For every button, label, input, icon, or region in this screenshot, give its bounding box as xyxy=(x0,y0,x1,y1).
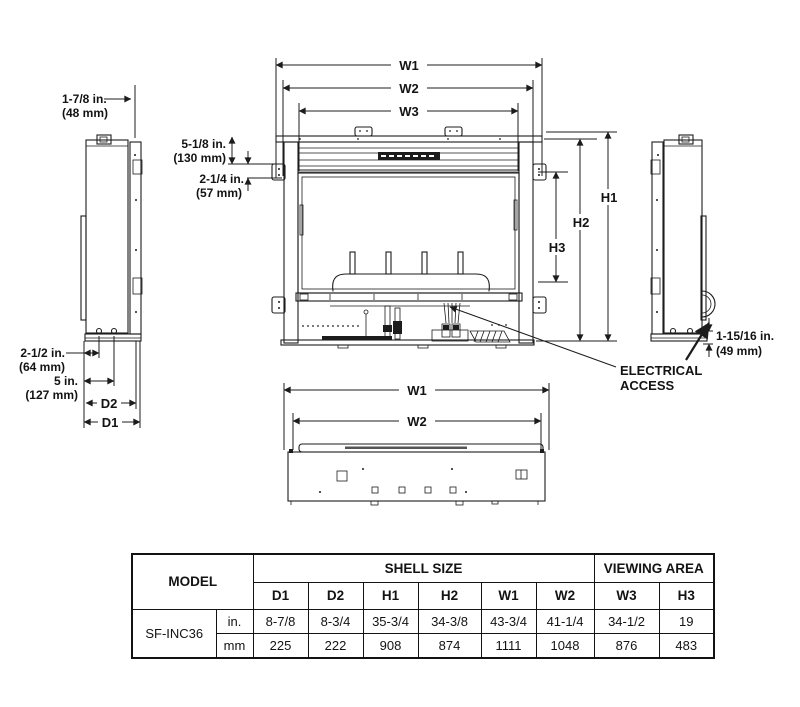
w2-label: W2 xyxy=(399,81,419,96)
right-side-dimensions: 1-15/16 in. (49 mm) xyxy=(697,318,774,358)
left-side-view xyxy=(80,134,143,342)
vent-dimensions: 5-1/8 in. (130 mm) 2-1/4 in. (57 mm) xyxy=(173,136,282,200)
value-w2-in: 41-1/4 xyxy=(535,609,595,634)
d1-label: D1 xyxy=(102,415,119,430)
access-offset-mm-label: (49 mm) xyxy=(716,344,762,358)
base-hole-dots xyxy=(302,324,507,327)
dimension-table: MODEL SHELL SIZE VIEWING AREA D1 D2 H1 H… xyxy=(131,553,716,659)
value-d1-mm: 225 xyxy=(252,633,309,659)
access-offset-label: 1-15/16 in. xyxy=(716,329,774,343)
value-w3-mm: 876 xyxy=(593,633,660,659)
table-col-h1: H1 xyxy=(362,582,419,610)
value-w2-mm: 1048 xyxy=(535,633,595,659)
value-h1-mm: 908 xyxy=(362,633,419,659)
value-h1-in: 35-3/4 xyxy=(362,609,419,634)
wiring-bundle xyxy=(441,302,461,338)
w1-label: W1 xyxy=(399,58,419,73)
electrical-access-bump xyxy=(701,290,716,318)
unit-cell-in: in. xyxy=(215,609,254,634)
front-height-dimensions: H1 H2 H3 xyxy=(536,131,622,342)
front-view xyxy=(271,126,547,349)
value-w3-in: 34-1/2 xyxy=(593,609,660,634)
table-col-w3: W3 xyxy=(593,582,660,610)
table-header-viewing-area: VIEWING AREA xyxy=(593,553,715,583)
flange-depth-mm-label: (48 mm) xyxy=(62,106,108,120)
vent-height-label: 5-1/8 in. xyxy=(181,137,226,151)
table-col-d1: D1 xyxy=(252,582,309,610)
electrical-access-callout: ELECTRICAL ACCESS xyxy=(449,305,710,393)
front-width-dimensions: W1 W2 W3 xyxy=(275,57,543,178)
right-side-view xyxy=(650,134,716,342)
table-header-model: MODEL xyxy=(131,553,254,610)
vent-height-mm-label: (130 mm) xyxy=(173,151,226,165)
left-side-dimensions: 1-7/8 in. (48 mm) 2-1/2 in. (64 mm) 5 in… xyxy=(19,85,141,430)
table-col-w1: W1 xyxy=(480,582,537,610)
unit-cell-mm: mm xyxy=(215,633,254,659)
hole-offset-label: 2-1/2 in. xyxy=(20,346,65,360)
hole-offset-mm-label: (64 mm) xyxy=(19,360,65,374)
louver-offset-label: 2-1/4 in. xyxy=(199,172,244,186)
h2-label: H2 xyxy=(573,215,590,230)
value-w1-in: 43-3/4 xyxy=(480,609,537,634)
table-header-shell-size: SHELL SIZE xyxy=(252,553,595,583)
bottom-w2-label: W2 xyxy=(407,414,427,429)
electrical-access-label-line1: ELECTRICAL xyxy=(620,363,702,378)
flange-depth-label: 1-7/8 in. xyxy=(62,92,107,106)
value-d2-mm: 222 xyxy=(307,633,364,659)
dimensions-diagram: 1-7/8 in. (48 mm) 2-1/2 in. (64 mm) 5 in… xyxy=(19,57,774,506)
value-h2-in: 34-3/8 xyxy=(417,609,482,634)
table-col-h3: H3 xyxy=(658,582,715,610)
hole-spacing-label: 5 in. xyxy=(54,374,78,388)
table-col-w2: W2 xyxy=(535,582,595,610)
value-h3-in: 19 xyxy=(658,609,715,634)
table-col-d2: D2 xyxy=(307,582,364,610)
value-h2-mm: 874 xyxy=(417,633,482,659)
d2-label: D2 xyxy=(101,396,118,411)
electrical-access-label-line2: ACCESS xyxy=(620,378,675,393)
h3-label: H3 xyxy=(549,240,566,255)
louver-offset-mm-label: (57 mm) xyxy=(196,186,242,200)
h1-label: H1 xyxy=(601,190,618,205)
w3-label: W3 xyxy=(399,104,419,119)
bottom-view: W1 W2 xyxy=(283,382,550,506)
value-w1-mm: 1111 xyxy=(480,633,537,659)
hole-spacing-mm-label: (127 mm) xyxy=(25,388,78,402)
value-d2-in: 8-3/4 xyxy=(307,609,364,634)
value-h3-mm: 483 xyxy=(658,633,715,659)
value-d1-in: 8-7/8 xyxy=(252,609,309,634)
bottom-w1-label: W1 xyxy=(407,383,427,398)
model-name-cell: SF-INC36 xyxy=(131,609,217,659)
table-col-h2: H2 xyxy=(417,582,482,610)
